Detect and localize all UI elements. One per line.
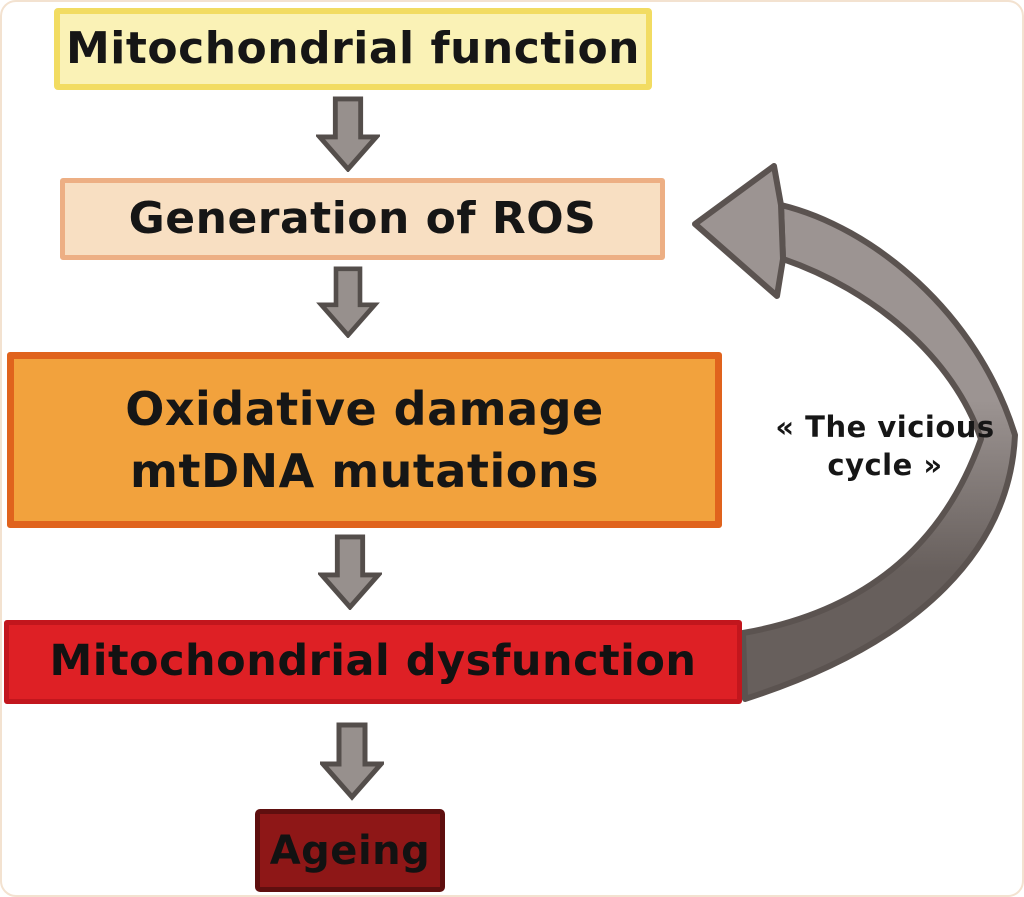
node-label: Generation of ROS bbox=[128, 193, 597, 245]
node-label: Mitochondrial dysfunction bbox=[49, 636, 697, 687]
node-oxidative-damage-mtdna-mutations: Oxidative damage mtDNA mutations bbox=[7, 352, 722, 528]
cycle-label-line-1: « The vicious bbox=[775, 410, 995, 444]
node-label: Mitochondrial function bbox=[66, 23, 640, 75]
down-arrow-icon bbox=[316, 266, 380, 338]
node-generation-of-ros: Generation of ROS bbox=[60, 178, 665, 260]
cycle-arrowhead bbox=[692, 163, 786, 299]
down-arrow-icon bbox=[318, 534, 382, 610]
node-label: Ageing bbox=[269, 827, 431, 874]
down-arrow-icon bbox=[320, 720, 384, 802]
cycle-label: « The vicious cycle » bbox=[754, 408, 1016, 485]
node-label-line-2: mtDNA mutations bbox=[130, 444, 599, 498]
cycle-label-line-2: cycle » bbox=[827, 448, 943, 483]
node-mitochondrial-dysfunction: Mitochondrial dysfunction bbox=[4, 620, 742, 704]
node-ageing: Ageing bbox=[255, 809, 445, 892]
node-label-line-1: Oxidative damage bbox=[125, 381, 604, 436]
down-arrow-icon bbox=[316, 96, 380, 172]
node-mitochondrial-function: Mitochondrial function bbox=[54, 8, 652, 90]
